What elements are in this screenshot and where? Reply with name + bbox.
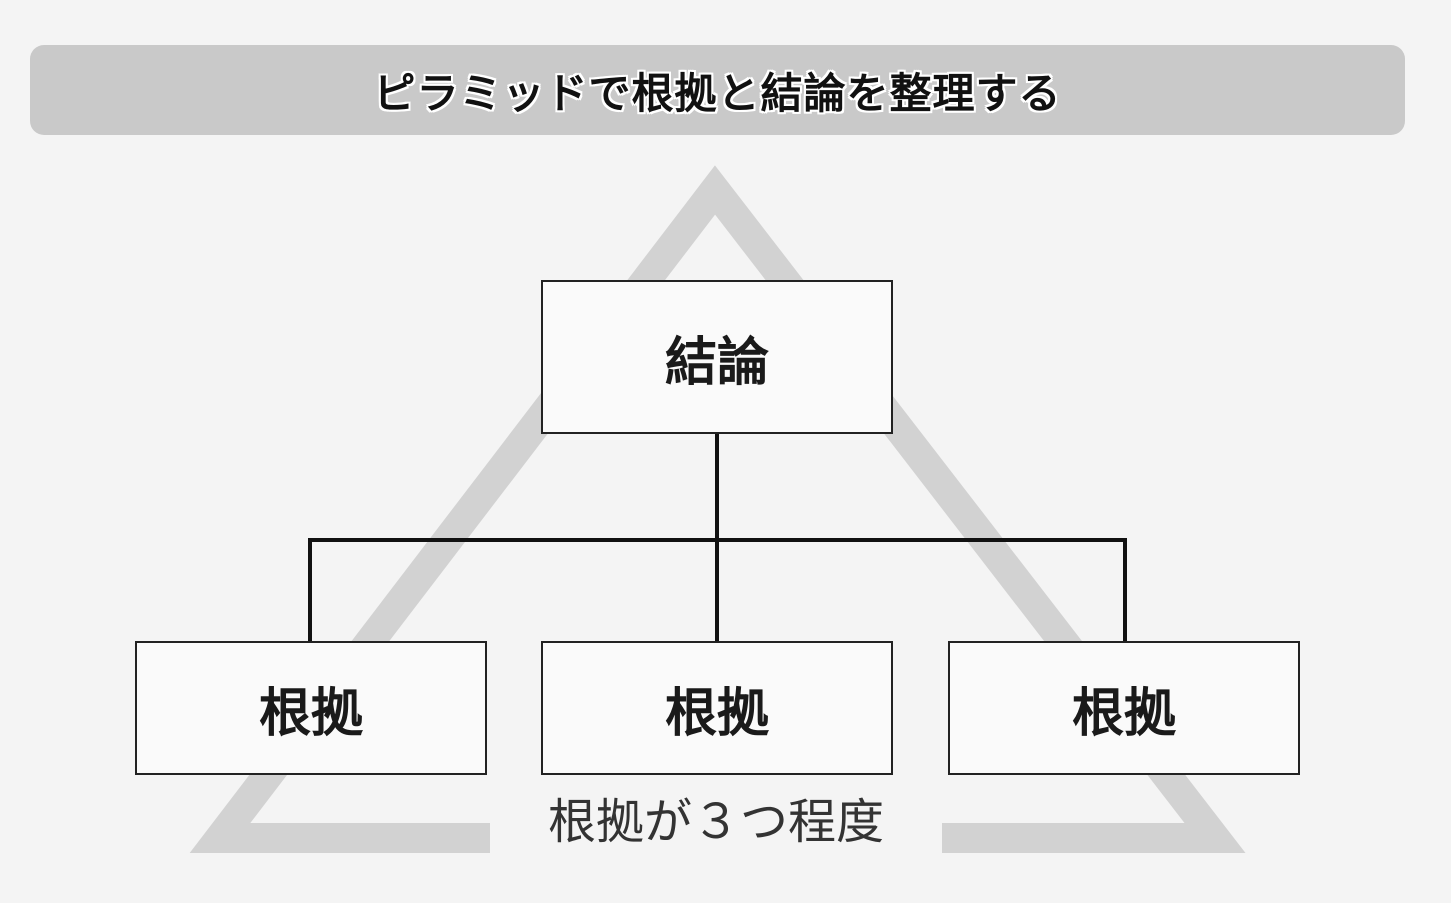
reason-label-right: 根拠 <box>1071 683 1176 744</box>
caption: 根拠が３つ程度 <box>490 790 942 854</box>
reason-box-center: 根拠 <box>541 641 893 775</box>
page-title: ピラミッドで根拠と結論を整理する <box>373 68 1062 118</box>
title-bar: ピラミッドで根拠と結論を整理する <box>30 45 1405 135</box>
conclusion-box: 結論 <box>541 280 893 434</box>
reason-label-center: 根拠 <box>664 683 769 744</box>
reason-box-right: 根拠 <box>948 641 1300 775</box>
reason-box-left: 根拠 <box>135 641 487 775</box>
conclusion-label: 結論 <box>664 332 769 393</box>
reason-label-left: 根拠 <box>258 683 363 744</box>
